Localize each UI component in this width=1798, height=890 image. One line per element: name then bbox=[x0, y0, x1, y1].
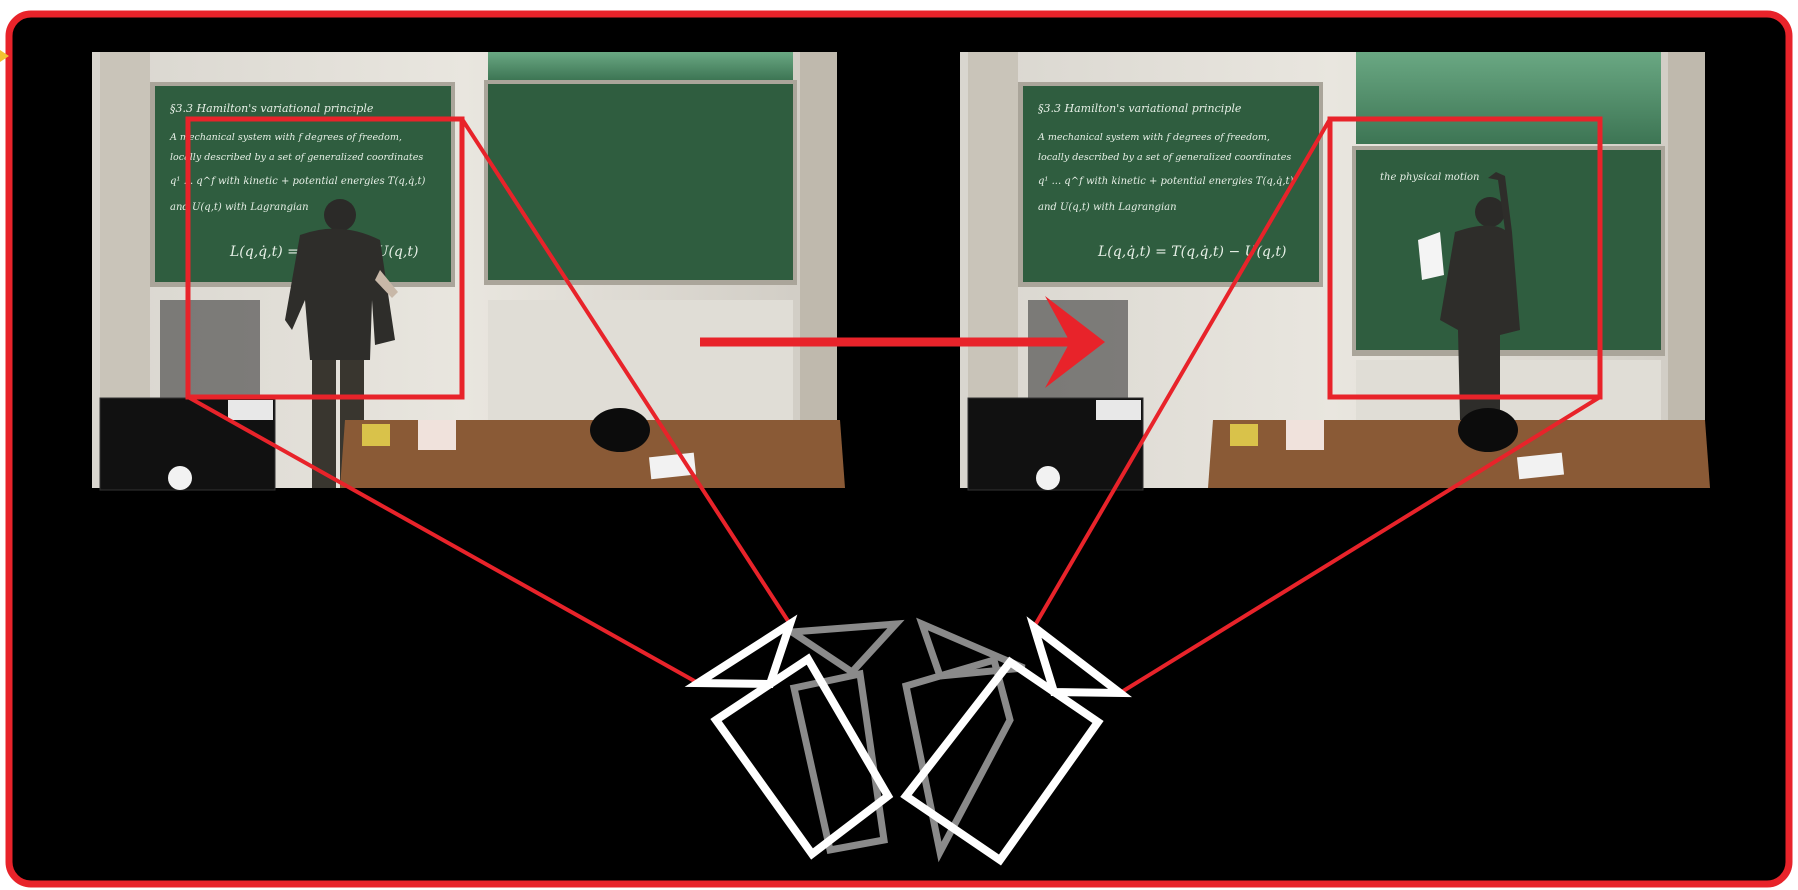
projection-line-2b bbox=[1118, 395, 1602, 695]
camera-ghost-2-apex bbox=[916, 617, 1026, 680]
frame-2-paper-stack bbox=[1096, 400, 1141, 420]
camera-end-body bbox=[900, 656, 1104, 866]
frame-2-panel bbox=[1356, 360, 1661, 420]
frame-2-projector-logo bbox=[1036, 466, 1060, 490]
frame-1-paper-stack bbox=[228, 400, 273, 420]
frame-2-bag bbox=[1458, 408, 1518, 452]
frame-1-board-right-top bbox=[488, 52, 793, 80]
chalk-line-2: locally described by a set of generalize… bbox=[1038, 152, 1291, 163]
camera-start-apex bbox=[684, 614, 798, 689]
chalk-line-2: locally described by a set of generalize… bbox=[170, 152, 423, 163]
chalk-heading: §3.3 Hamilton's variational principle bbox=[1038, 102, 1242, 115]
projection-line-2a bbox=[1032, 117, 1332, 629]
camera-end-apex bbox=[1026, 616, 1133, 698]
frame-1-bag bbox=[590, 408, 650, 452]
video-frame-2: §3.3 Hamilton's variational principle A … bbox=[914, 50, 1764, 491]
frame-2-tissue-box bbox=[1286, 420, 1324, 450]
chalk-line-3: q¹ ... q^f with kinetic + potential ener… bbox=[1038, 176, 1294, 187]
projection-line-1b bbox=[460, 117, 792, 626]
chalk-line-1: A mechanical system with f degrees of fr… bbox=[1037, 132, 1270, 143]
projection-lines bbox=[187, 117, 1602, 695]
camera-ghost-1-apex bbox=[781, 619, 905, 677]
chalk-heading: §3.3 Hamilton's variational principle bbox=[170, 102, 374, 115]
camera-start-body bbox=[710, 653, 894, 860]
chalk-line-4: and U(q,t) with Lagrangian bbox=[170, 202, 309, 213]
frame-2-papers bbox=[1516, 452, 1565, 480]
chalk-line-1: A mechanical system with f degrees of fr… bbox=[169, 132, 402, 143]
chalk-line-3: q¹ ... q^f with kinetic + potential ener… bbox=[170, 176, 426, 187]
frame-2-board-right-top bbox=[1356, 52, 1661, 144]
camera-frustum-icon bbox=[684, 614, 1133, 866]
camera-ghost-1-body bbox=[789, 669, 888, 855]
frame-1-desk bbox=[340, 420, 845, 488]
frame-1-door bbox=[160, 300, 260, 410]
video-frame-1: §3.3 Hamilton's variational principle A … bbox=[46, 50, 845, 491]
frame-2-zoom-box bbox=[1327, 116, 1603, 400]
camera-ghost-group bbox=[781, 617, 1026, 863]
frame-2-pillar-right bbox=[1668, 52, 1705, 488]
chalk-line-4: and U(q,t) with Lagrangian bbox=[1038, 202, 1177, 213]
frame-2-lecturer bbox=[1418, 172, 1520, 420]
frame-1-board-right bbox=[488, 84, 793, 280]
projection-line-1a bbox=[187, 395, 699, 685]
frame-2-board-left bbox=[1023, 86, 1319, 282]
camera-ghost-2-body bbox=[901, 655, 1014, 863]
frame-2-desk bbox=[1208, 420, 1710, 488]
camera-active-group bbox=[684, 614, 1133, 866]
chalk-right-board: the physical motion bbox=[1380, 172, 1480, 183]
frame-1-tissue-box bbox=[418, 420, 456, 450]
frame-1-pillar-right bbox=[800, 52, 837, 488]
frame-1-zoom-box bbox=[185, 116, 465, 400]
frame-1-panel bbox=[488, 300, 793, 420]
frame-1-projector-logo bbox=[168, 466, 192, 490]
arrow-right-icon bbox=[700, 296, 1105, 388]
frame-2-chalk-writing: §3.3 Hamilton's variational principle A … bbox=[1037, 102, 1480, 260]
frame-1-box-yellow bbox=[362, 424, 390, 446]
corner-marker bbox=[0, 50, 9, 62]
frame-2-box-yellow bbox=[1230, 424, 1258, 446]
chalk-equation: L(q,q̇,t) = T(q,q̇,t) − U(q,t) bbox=[1097, 244, 1286, 260]
